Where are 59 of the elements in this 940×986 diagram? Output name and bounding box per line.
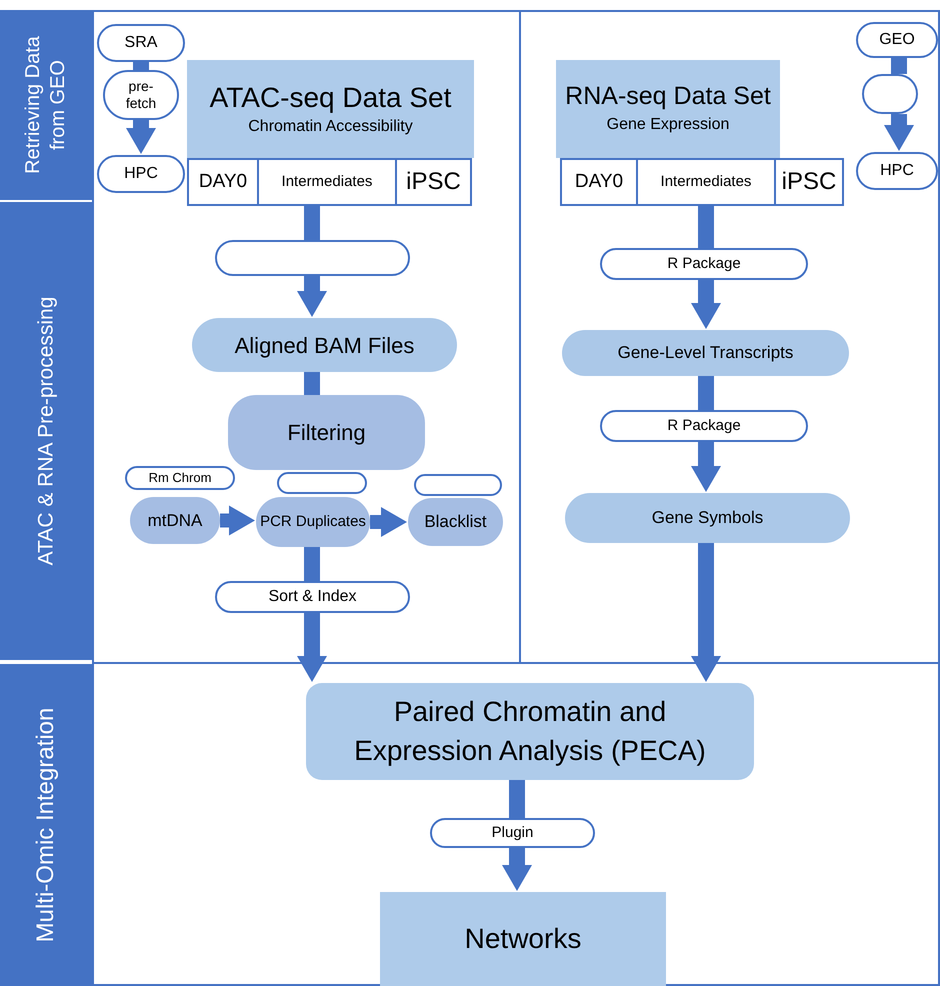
section-band xyxy=(0,202,92,660)
node-label: R Package xyxy=(667,416,741,436)
node-subtitle: Gene Expression xyxy=(606,114,730,135)
section-label: Multi-Omic Integration xyxy=(31,706,60,944)
sample-cell xyxy=(560,158,638,206)
sample-cell xyxy=(257,158,397,206)
process-blob xyxy=(256,497,370,547)
sample-cell xyxy=(774,158,844,206)
node-label: Networks xyxy=(464,922,582,956)
node-label: HPC xyxy=(124,164,158,184)
node-label: GEO xyxy=(879,30,915,50)
node-label: Plugin xyxy=(492,822,534,843)
node-label: Gene-Level Transcripts xyxy=(618,342,794,364)
node-label: iPSC xyxy=(782,167,836,197)
block-arrow xyxy=(126,120,156,154)
block-arrow xyxy=(370,507,407,537)
node-label: RNA-seq Data Set xyxy=(565,81,771,112)
block-arrow xyxy=(297,276,327,317)
node-subtitle: Chromatin Accessibility xyxy=(248,116,413,136)
block-arrow xyxy=(502,848,532,891)
node-label: Intermediates xyxy=(282,172,372,192)
node-label: ATAC-seq Data Set xyxy=(210,80,452,114)
node-label: PCR Duplicates xyxy=(260,512,366,532)
node-label: iPSC xyxy=(406,167,461,197)
node-label: Intermediates xyxy=(660,172,752,192)
node-label: Gene Symbols xyxy=(652,507,764,530)
node-label: Blacklist xyxy=(424,511,487,534)
sample-cell xyxy=(187,158,259,206)
block-arrow xyxy=(884,114,914,151)
section-label: ATAC & RNA Pre-processing xyxy=(33,296,58,568)
section-label: Retrieving Data from GEO xyxy=(21,35,70,176)
node-label: Filtering xyxy=(287,419,366,447)
sample-cell xyxy=(395,158,472,206)
block-arrow xyxy=(691,442,721,492)
block-arrow xyxy=(691,280,721,329)
process-blob xyxy=(228,395,425,470)
node-label: DAY0 xyxy=(198,170,248,194)
section-band xyxy=(0,664,92,986)
node-label: DAY0 xyxy=(574,170,624,194)
node-label: Rm Chrom xyxy=(148,469,212,488)
block-arrow xyxy=(297,613,327,682)
analysis-box xyxy=(306,683,754,780)
dataset-header xyxy=(556,60,780,158)
block-arrow xyxy=(220,506,255,536)
node-label: SRA xyxy=(124,33,158,53)
node-label: Aligned BAM Files xyxy=(234,332,414,360)
output-box xyxy=(380,892,666,986)
dataset-header xyxy=(187,60,474,158)
process-blob xyxy=(408,498,503,546)
node-label: HPC xyxy=(880,161,914,181)
process-blob xyxy=(130,497,220,544)
node-label: pre- fetch xyxy=(124,78,158,112)
node-label: R Package xyxy=(667,254,741,274)
node-label: mtDNA xyxy=(148,510,202,532)
sample-cell xyxy=(636,158,776,206)
node-label: Sort & Index xyxy=(268,587,357,607)
section-band xyxy=(0,10,92,200)
node-label: Paired Chromatin and Expression Analysis (PECA) xyxy=(353,695,707,768)
block-arrow xyxy=(691,543,721,682)
